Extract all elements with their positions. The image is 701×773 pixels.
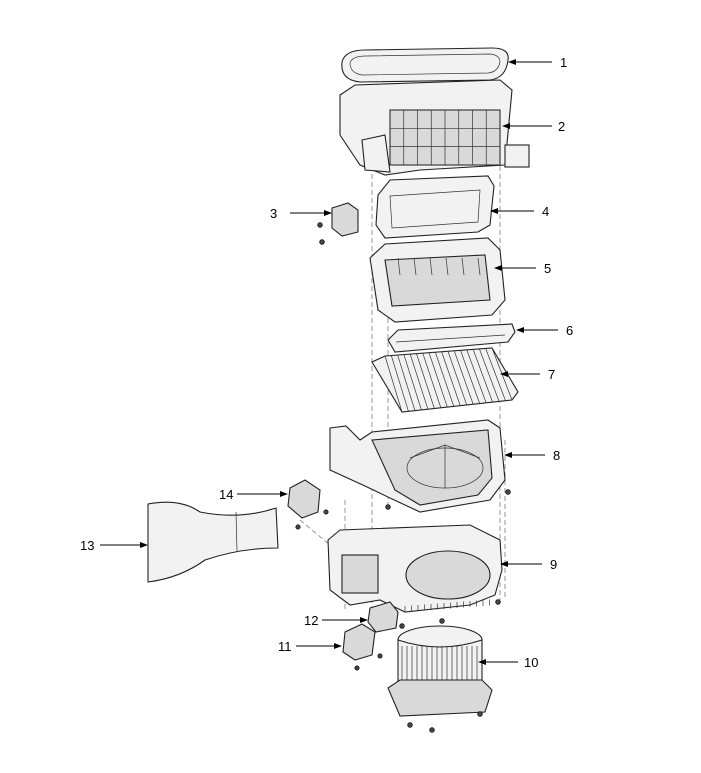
callout-5: 5 <box>544 261 551 276</box>
part-12-power-transistor <box>367 601 399 633</box>
callout-3: 3 <box>270 206 277 221</box>
part-6-filter-frame <box>387 323 516 353</box>
part-5-intake-door-housing <box>369 237 506 323</box>
callout-7: 7 <box>548 367 555 382</box>
part-3-intake-actuator <box>317 202 359 245</box>
leader-5 <box>494 265 536 271</box>
callout-6: 6 <box>566 323 573 338</box>
part-9-blower-lower-case <box>327 524 503 629</box>
callout-11: 11 <box>278 639 292 654</box>
leader-4 <box>490 208 534 214</box>
callout-2: 2 <box>558 119 565 134</box>
leader-7 <box>500 371 540 377</box>
callout-4: 4 <box>542 204 549 219</box>
part-2-upper-case <box>339 79 530 176</box>
callout-labels: 1 2 3 4 5 6 7 8 9 10 11 12 13 14 <box>80 55 573 670</box>
part-1-filter-cover-seal <box>341 47 509 83</box>
callout-leader-lines <box>100 59 558 665</box>
leader-12 <box>322 617 368 623</box>
callout-1: 1 <box>560 55 567 70</box>
part-8-blower-upper-case <box>329 419 511 513</box>
leader-10 <box>478 659 518 665</box>
part-14-connector-bracket <box>287 479 329 530</box>
leader-14 <box>237 491 288 497</box>
callout-10: 10 <box>524 655 538 670</box>
callout-9: 9 <box>550 557 557 572</box>
callout-8: 8 <box>553 448 560 463</box>
leader-2 <box>502 123 552 129</box>
leader-9 <box>500 561 542 567</box>
leader-8 <box>504 452 545 458</box>
part-7-air-filter <box>371 347 519 413</box>
leader-6 <box>516 327 558 333</box>
leader-13 <box>100 542 148 548</box>
leader-3 <box>290 210 332 216</box>
callout-14: 14 <box>219 487 233 502</box>
callout-12: 12 <box>304 613 318 628</box>
part-11-resistor <box>342 623 383 671</box>
part-13-duct <box>147 501 279 583</box>
part-10-blower-motor <box>387 625 493 733</box>
leader-11 <box>296 643 342 649</box>
part-4-intake-door <box>375 175 495 239</box>
leader-1 <box>508 59 552 65</box>
callout-13: 13 <box>80 538 94 553</box>
